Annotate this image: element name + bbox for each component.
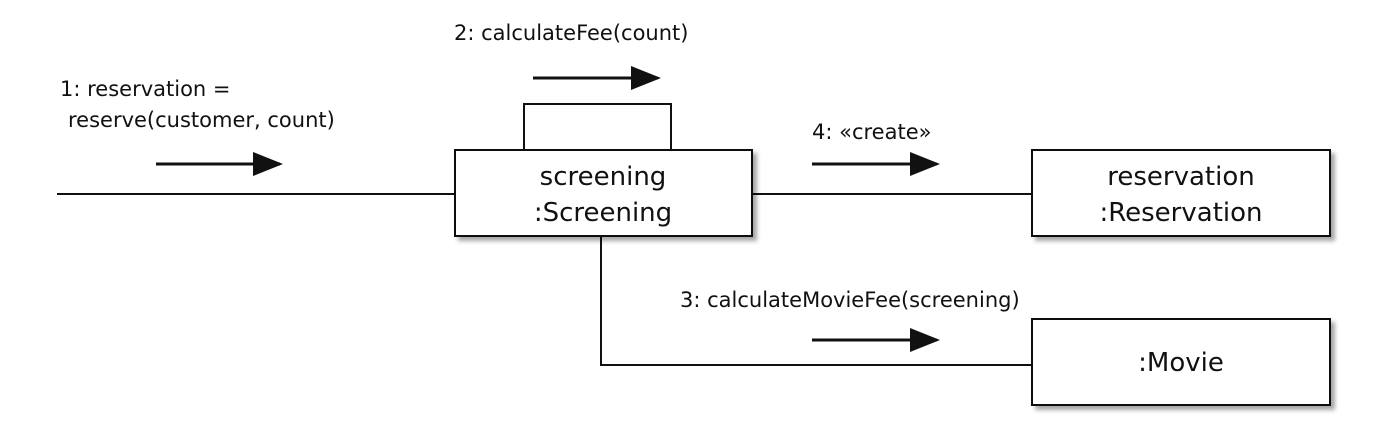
movie-object-box[interactable]	[1031, 318, 1331, 406]
reservation-object-type: :Reservation	[1099, 198, 1262, 228]
movie-object-type: :Movie	[1138, 348, 1224, 378]
screening-object-box[interactable]	[454, 149, 753, 237]
message-3-label: 3: calculateMovieFee(screening)	[680, 288, 1020, 312]
message-1-line-1: 1: reservation =	[60, 77, 231, 101]
message-2-label: 2: calculateFee(count)	[454, 21, 688, 45]
reservation-object-name: reservation	[1107, 162, 1254, 192]
reservation-object-box[interactable]	[1031, 149, 1331, 237]
screening-object-type: :Screening	[534, 198, 672, 228]
screening-object-name: screening	[540, 162, 667, 192]
self-link-screening	[523, 103, 672, 150]
message-4-label: 4: «create»	[812, 120, 931, 144]
message-1-line-2: reserve(customer, count)	[68, 108, 335, 132]
link-screening-movie	[600, 236, 1032, 366]
